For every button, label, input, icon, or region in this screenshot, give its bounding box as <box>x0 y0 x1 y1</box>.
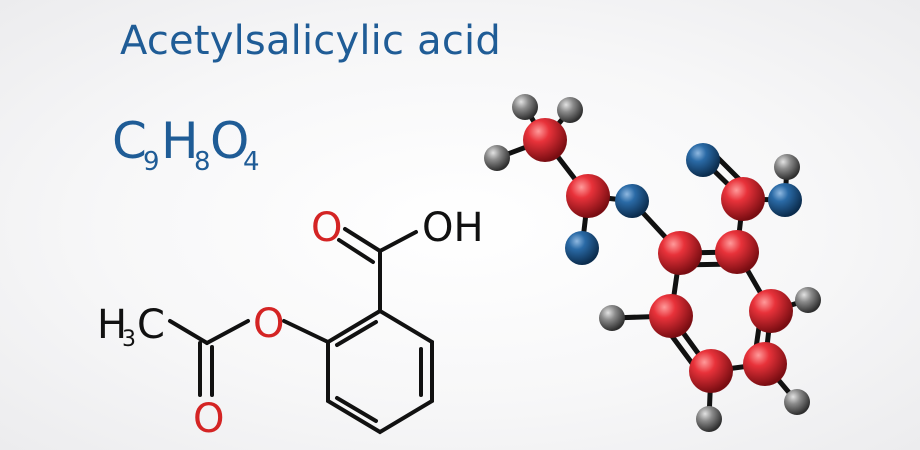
benzene-ring <box>326 308 434 435</box>
label-methyl-sub: 3 <box>122 327 136 352</box>
hydrogen-atom <box>557 97 583 123</box>
bond-carbonyl-methyl <box>168 319 209 345</box>
skeletal-structure <box>168 227 434 435</box>
label-carbonyl-o-top: O <box>311 205 342 251</box>
ball-and-stick-model <box>484 94 821 432</box>
oxygen-atom <box>686 143 720 177</box>
carbon-atom <box>689 349 733 393</box>
bond-carbonyl-top-b <box>337 238 375 264</box>
molecular-formula: C 9 H 8 O 4 <box>112 112 260 177</box>
carbon-atom <box>715 230 759 274</box>
label-methyl-h: H <box>97 302 127 348</box>
formula-oxygen-count: 4 <box>243 147 260 177</box>
hydrogen-atom <box>696 406 722 432</box>
label-ester-o: O <box>253 301 284 347</box>
oxygen-atom <box>565 231 599 265</box>
carbon-atom <box>566 174 610 218</box>
bond-carbonyl-top-a <box>343 227 382 253</box>
formula-hydrogen: H <box>161 112 199 170</box>
model-oxygen-atoms <box>565 143 802 265</box>
formula-carbon: C <box>112 112 147 170</box>
hydrogen-atom <box>784 389 810 415</box>
carbon-atom <box>523 118 567 162</box>
carbon-atom <box>743 342 787 386</box>
hydrogen-atom <box>795 287 821 313</box>
page-title: Acetylsalicylic acid <box>120 18 501 64</box>
carbon-atom <box>721 177 765 221</box>
hydrogen-atom <box>599 305 625 331</box>
oxygen-atom <box>768 183 802 217</box>
ring-double-bond-bottom <box>335 396 378 423</box>
carbon-atom <box>749 289 793 333</box>
structure-labels: O OH H 3 C O O <box>97 205 484 442</box>
model-carbon-atoms <box>523 118 793 393</box>
label-carbonyl-o-bottom: O <box>193 396 224 442</box>
oxygen-atom <box>615 184 649 218</box>
label-methyl-c: C <box>137 302 165 348</box>
hydrogen-atom <box>774 154 800 180</box>
ring-double-bond-top <box>335 320 378 347</box>
formula-carbon-count: 9 <box>143 147 160 177</box>
hydrogen-atom <box>484 145 510 171</box>
carbon-atom <box>658 231 702 275</box>
carbon-atom <box>649 294 693 338</box>
hydrogen-atom <box>512 94 538 120</box>
formula-oxygen: O <box>210 112 249 170</box>
model-hydrogen-atoms <box>484 94 821 432</box>
formula-hydrogen-count: 8 <box>194 147 211 177</box>
bond-hydroxyl <box>378 230 418 253</box>
bond-ester-o-carbonyl <box>205 319 250 345</box>
label-hydroxyl: OH <box>422 205 484 251</box>
bond-ring-ester-o <box>282 319 330 344</box>
